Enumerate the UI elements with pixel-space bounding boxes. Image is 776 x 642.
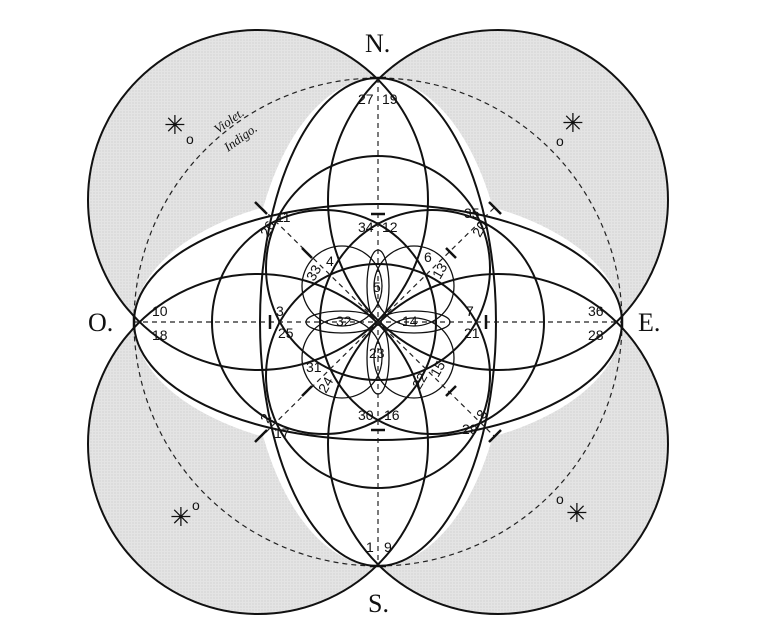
- circle-marker-icon: o: [556, 133, 564, 149]
- svg-text:36: 36: [588, 303, 604, 319]
- label-east: E.: [638, 308, 660, 337]
- svg-text:25: 25: [278, 325, 294, 341]
- svg-text:3: 3: [276, 303, 284, 319]
- svg-text:5: 5: [373, 279, 381, 295]
- svg-text:29: 29: [462, 421, 478, 437]
- svg-text:19: 19: [382, 91, 398, 107]
- svg-text:21: 21: [464, 325, 480, 341]
- outer-circle-sw: [87, 273, 429, 615]
- svg-text:7: 7: [466, 303, 474, 319]
- svg-text:34: 34: [358, 219, 374, 235]
- star-icon: ✳: [170, 503, 192, 532]
- svg-text:28: 28: [588, 327, 604, 343]
- svg-text:6: 6: [424, 249, 432, 265]
- svg-text:31: 31: [306, 359, 322, 375]
- svg-text:22: 22: [409, 370, 431, 392]
- tick-marks: [132, 76, 624, 568]
- svg-text:26: 26: [257, 218, 279, 240]
- star-icon: ✳: [562, 109, 584, 138]
- svg-text:24: 24: [315, 374, 337, 396]
- svg-text:33: 33: [303, 262, 325, 284]
- axes: [134, 78, 622, 566]
- star-icon: ✳: [164, 111, 186, 140]
- star-markers: ✳ ✳ ✳ ✳: [164, 109, 588, 532]
- svg-text:14: 14: [402, 313, 418, 329]
- svg-text:10: 10: [152, 303, 168, 319]
- svg-text:9: 9: [384, 539, 392, 555]
- star-icon: ✳: [566, 499, 588, 528]
- label-north: N.: [365, 29, 390, 58]
- svg-text:32: 32: [336, 313, 352, 329]
- svg-text:15: 15: [427, 358, 449, 380]
- svg-text:4: 4: [326, 253, 334, 269]
- svg-text:35: 35: [464, 205, 480, 221]
- svg-text:13: 13: [429, 260, 451, 282]
- circle-marker-icon: o: [192, 497, 200, 513]
- label-south: S.: [368, 589, 389, 618]
- o-markers: o o o o: [186, 131, 564, 513]
- svg-text:23: 23: [369, 345, 385, 361]
- svg-text:1: 1: [366, 539, 374, 555]
- svg-text:17: 17: [274, 425, 290, 441]
- outer-circle-nw: [87, 29, 429, 371]
- svg-text:27: 27: [358, 91, 374, 107]
- circle-marker-icon: o: [186, 131, 194, 147]
- outer-circle-se: [327, 273, 669, 615]
- label-west: O.: [88, 308, 113, 337]
- outer-circle-ne: [327, 29, 669, 371]
- circle-marker-icon: o: [556, 491, 564, 507]
- outer-circles: [87, 29, 669, 615]
- svg-text:16: 16: [384, 407, 400, 423]
- svg-text:11: 11: [276, 209, 291, 225]
- svg-text:20: 20: [469, 218, 491, 240]
- inner-numbers: 34 12 30 16 3 25 7 21 33 4 6 13 31 24 22…: [276, 219, 480, 423]
- svg-text:12: 12: [382, 219, 398, 235]
- svg-text:30: 30: [358, 407, 374, 423]
- svg-text:18: 18: [152, 327, 168, 343]
